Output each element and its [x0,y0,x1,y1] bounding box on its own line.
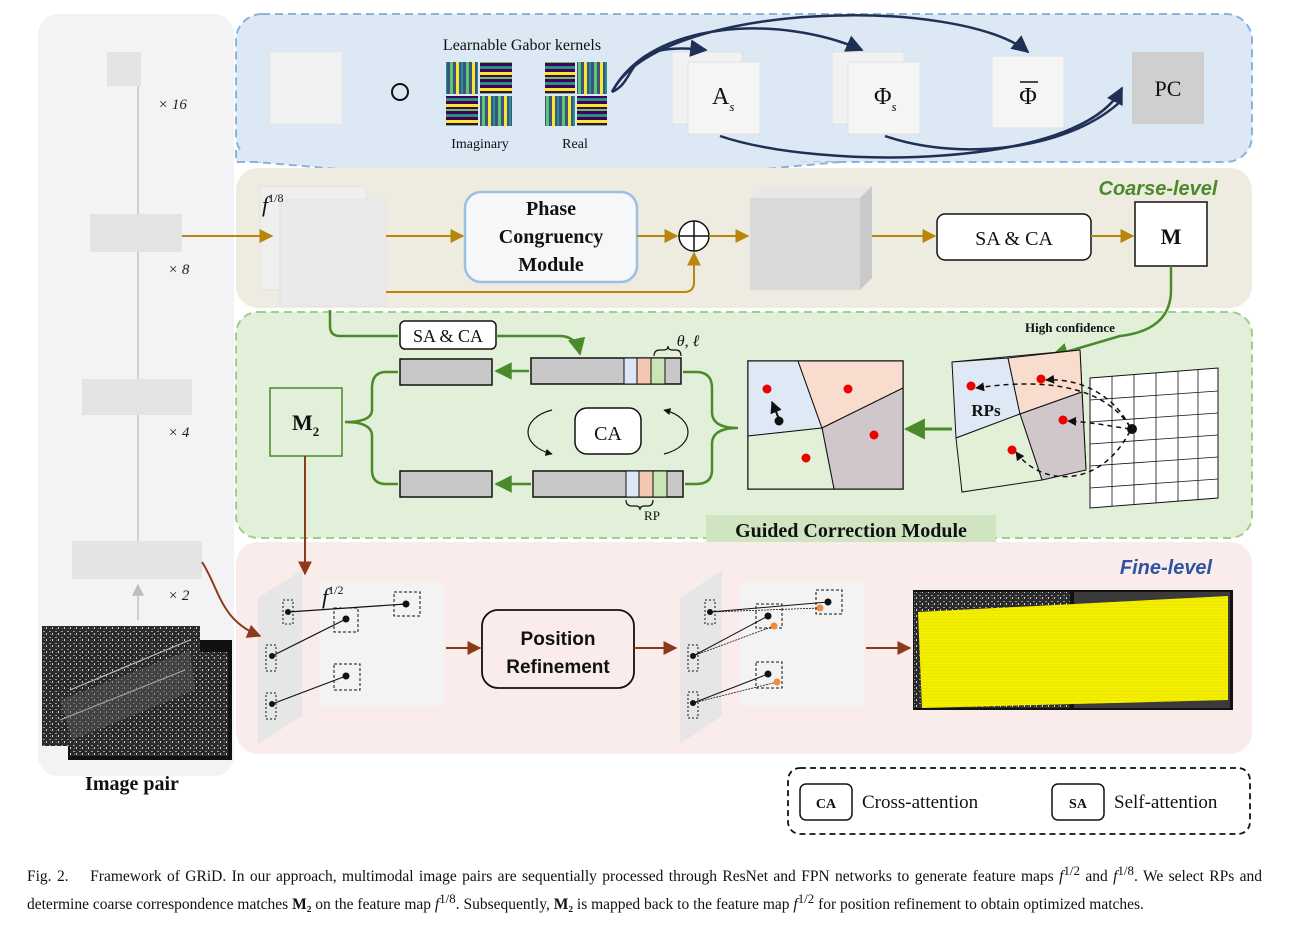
coarse-level-label: Coarse-level [1099,178,1218,200]
fine-feature-map [320,582,444,706]
backbone-block-8 [90,214,182,252]
caption-m2-b: M₂ [554,896,573,913]
image-pair [42,626,232,760]
fine-feature-slab [258,570,302,744]
caption-feature-map: feature map [716,896,790,913]
image-pair-label: Image pair [85,773,179,795]
pc-output-label: PC [1155,76,1182,101]
guided-title: Guided Correction Module [735,520,967,542]
backbone-block-4 [82,379,192,415]
rps-label: RPs [971,401,1001,420]
refined-feature-map [740,582,864,706]
pc-module-line3: Module [518,254,584,276]
scale-label-2: × 2 [168,588,190,604]
imaginary-label: Imaginary [451,137,509,152]
voronoi-partition [748,361,903,489]
scale-label-16: × 16 [158,97,187,113]
rp-label: RP [644,508,660,523]
theta-label: θ, ℓ [677,333,700,350]
caption-refinement: for position refinement to obtain optimi… [818,896,1144,913]
backbone-block-2 [72,541,202,579]
match-m-label: M [1161,224,1182,249]
legend-sa-text: Self-attention [1114,792,1218,813]
refined-feature-slab [680,570,722,744]
caption-mapped-back: is mapped back to the [577,896,712,913]
caption-f-half-sup: 1/2 [1063,863,1080,878]
real-label: Real [562,137,588,152]
scale-label-4: × 4 [168,425,190,441]
pc-module-line1: Phase [526,198,576,220]
caption-f-eighth-sup-2: 1/8 [439,891,456,906]
caption-and: and [1085,868,1107,885]
pc-input-feature [270,52,342,124]
caption-f-half-sup-2: 1/2 [798,891,815,906]
ca-label: CA [594,423,622,445]
token-bar-bottom-out [400,471,492,497]
backbone-block-16 [107,52,141,86]
high-confidence-label: High confidence [1025,320,1115,335]
legend-sa-abbr: SA [1069,797,1088,812]
guided-sa-ca-label: SA & CA [413,326,483,346]
caption-subsequently: . Subsequently, [456,896,550,913]
legend-ca-text: Cross-attention [862,792,979,813]
caption-prefix: Fig. 2. [27,868,69,885]
pc-module-line2: Congruency [499,226,603,248]
gabor-kernels-title: Learnable Gabor kernels [443,37,601,54]
rps-region-grid [1090,368,1218,508]
coarse-sa-ca-label: SA & CA [975,228,1053,250]
coarse-fused-volume [750,186,872,290]
token-bar-top-in [531,358,681,384]
coarse-feature-front [280,200,386,306]
fine-level-label: Fine-level [1120,557,1213,579]
caption-maps: maps [1021,868,1054,885]
caption-line1: Framework of GRiD. In our approach, mult… [90,868,1015,885]
position-refinement-line1: Position [521,629,596,650]
figure-caption: Fig. 2. Framework of GRiD. In our approa… [27,860,1262,916]
rps-region-map [952,350,1086,492]
framework-diagram: × 16 × 8 × 4 × 2 Image pair Learnable Ga… [0,0,1300,860]
caption-m2-a: M₂ [292,896,311,913]
legend-ca-abbr: CA [816,797,837,812]
output-matches-image [913,590,1233,710]
caption-on-map: on the feature map [315,896,431,913]
token-bar-bottom-in [533,471,683,497]
caption-f-eighth-sup: 1/8 [1117,863,1134,878]
token-bar-top-out [400,359,492,385]
scale-label-8: × 8 [168,262,190,278]
mean-phase-label: Φ [1019,84,1037,110]
position-refinement-line2: Refinement [506,657,610,678]
